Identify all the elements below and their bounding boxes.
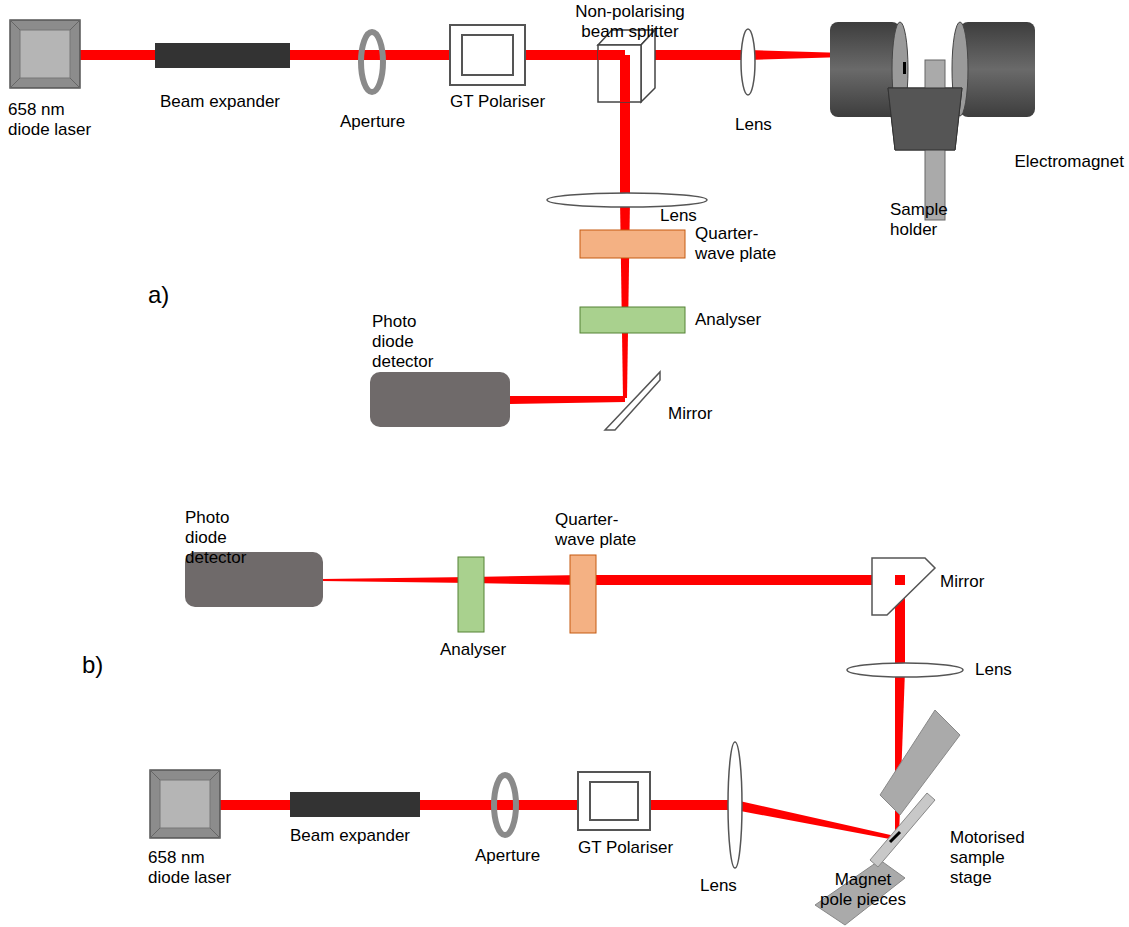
part-label: Mirror (668, 404, 712, 424)
part-label: Aperture (475, 846, 540, 866)
part-label: Lens (975, 660, 1012, 680)
part-label: Magnet pole pieces (818, 870, 908, 910)
part-label: Analyser (695, 310, 761, 330)
part-label: GT Polariser (578, 838, 673, 858)
part-label: Analyser (440, 640, 506, 660)
part-label: Beam expander (290, 826, 410, 846)
part-label: Non-polarising beam splitter (560, 2, 700, 42)
part-label: Lens (735, 115, 772, 135)
part-label: Aperture (340, 112, 405, 132)
setup-b (150, 552, 963, 925)
part-label: Motorised sample stage (950, 828, 1040, 888)
part-label: Photo diode detector (372, 312, 462, 372)
part-label: 658 nm diode laser (148, 848, 248, 888)
part-label: GT Polariser (450, 92, 545, 112)
part-label: Lens (660, 206, 697, 226)
part-label: Mirror (940, 572, 984, 592)
part-label: Sample holder (890, 200, 960, 240)
panel-label: b) (82, 655, 103, 675)
part-label: 658 nm diode laser (8, 100, 108, 140)
part-label: Quarter-wave plate (695, 224, 785, 264)
part-label: Quarter-wave plate (555, 510, 645, 550)
part-label: Beam expander (160, 92, 280, 112)
part-label: Lens (700, 876, 737, 896)
part-label: Photo diode detector (185, 508, 275, 568)
part-label: Electromagnet (1014, 152, 1124, 172)
panel-label: a) (148, 285, 169, 305)
setup-a (10, 20, 1035, 430)
